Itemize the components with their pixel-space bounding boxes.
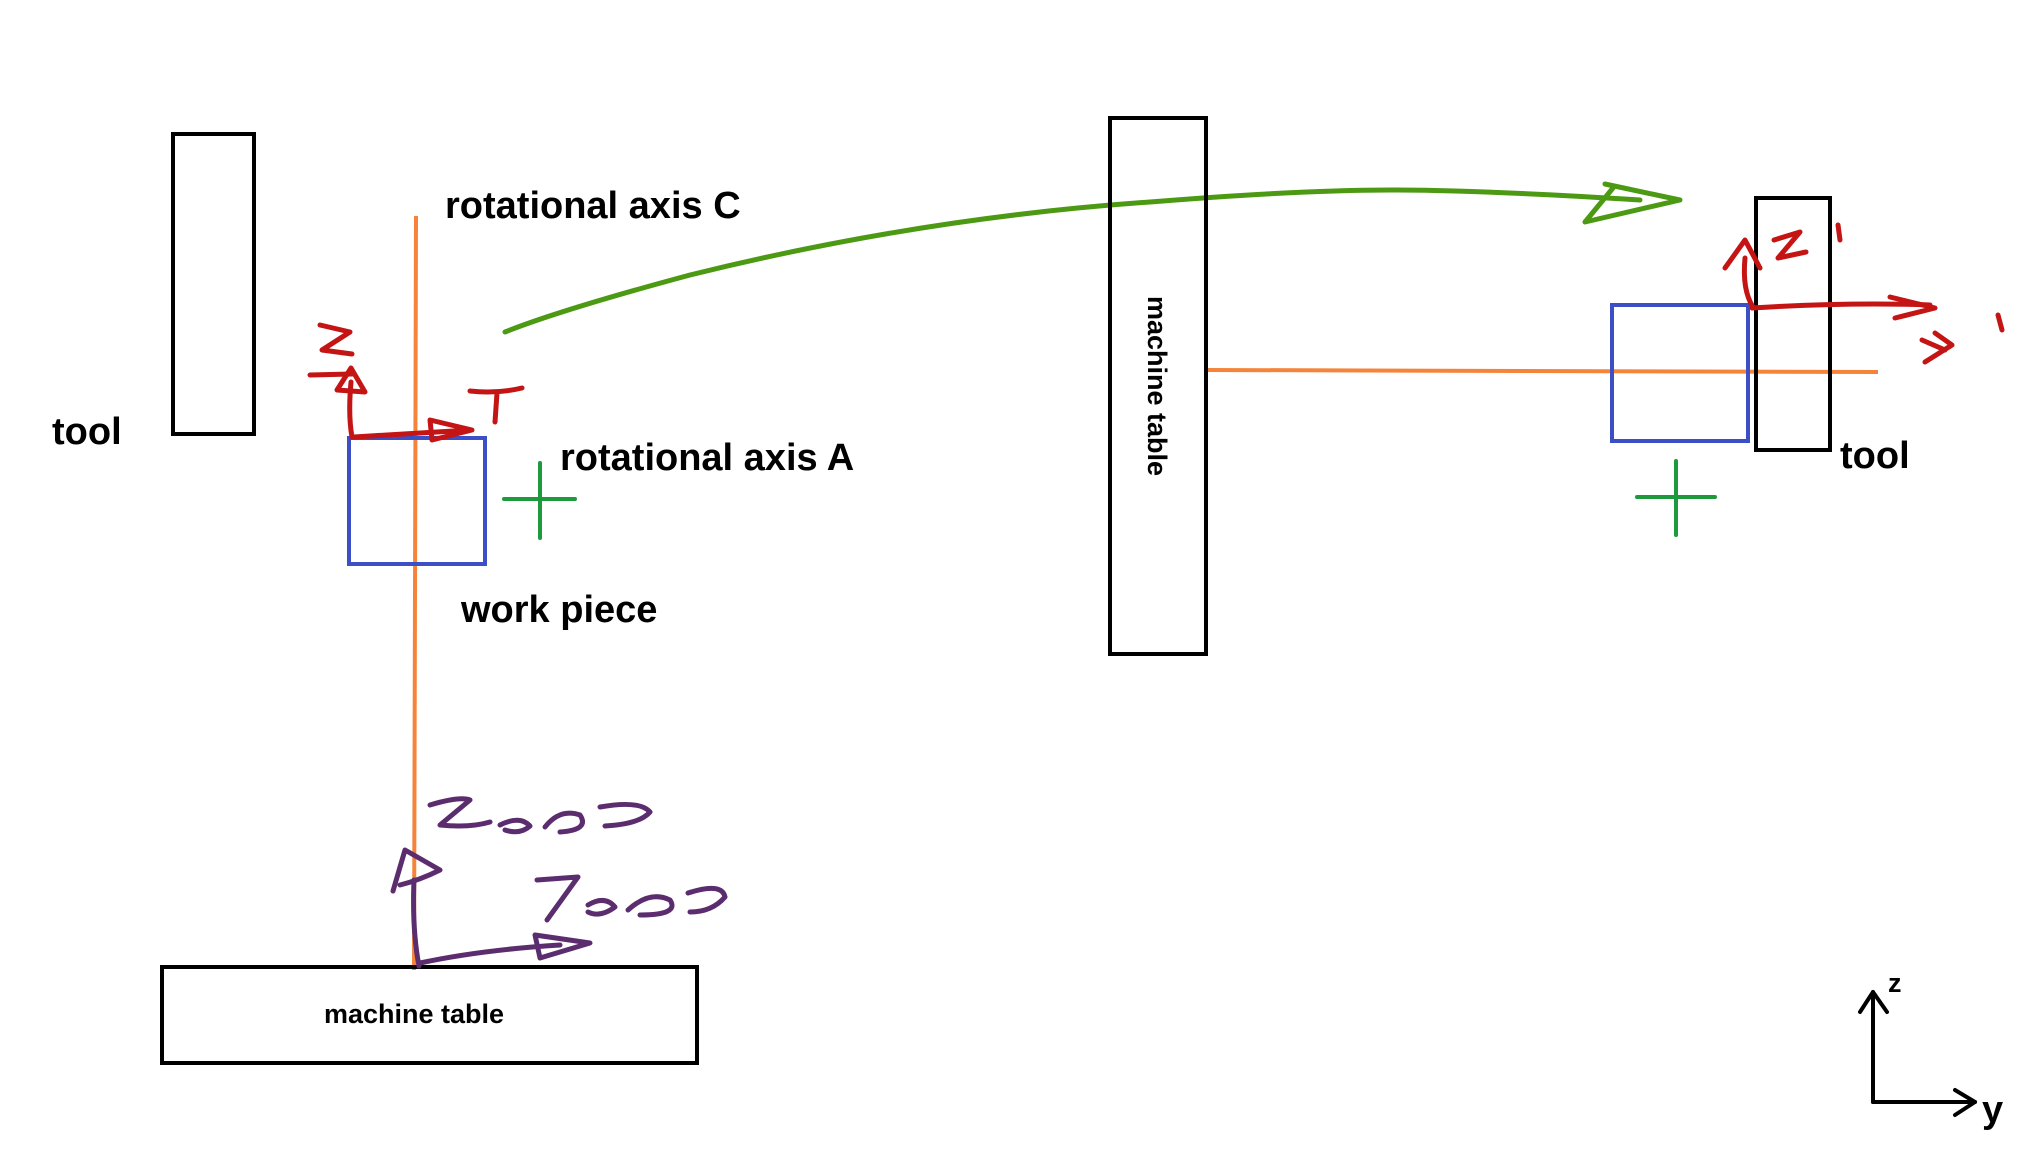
machine-table-right-label: machine table: [1142, 296, 1172, 476]
machine-table-left: [160, 965, 699, 1065]
rotational-axis-marker-right: [1635, 459, 1717, 537]
view-transition-arrow: [502, 181, 1683, 335]
local-axes-right: [1722, 222, 2005, 365]
tool-left-label: tool: [52, 411, 122, 453]
rotational-axis-a-label: rotational axis A: [560, 437, 854, 479]
rotational-axis-a-marker: [502, 461, 577, 540]
work-piece-label: work piece: [460, 589, 657, 631]
machine-table-left-label: machine table: [324, 999, 504, 1029]
tool-left-body: [171, 132, 256, 436]
rotational-axis-c-line: [412, 215, 418, 971]
rotational-axis-c-label: rotational axis C: [445, 185, 741, 227]
work-piece-right: [1610, 303, 1750, 443]
rotational-axis-right-line: [1207, 368, 1879, 374]
work-piece-left: [347, 436, 487, 566]
local-axes-left: [307, 322, 525, 443]
y-axis-label: y: [1982, 1089, 2003, 1131]
coordinate-system-indicator: [1858, 990, 1977, 1117]
tool-right-body: [1754, 196, 1832, 452]
z-axis-label: z: [1888, 968, 1902, 998]
machine-table-right: [1108, 116, 1208, 656]
absolute-axes: [390, 796, 728, 969]
tool-right-label: tool: [1840, 435, 1910, 477]
